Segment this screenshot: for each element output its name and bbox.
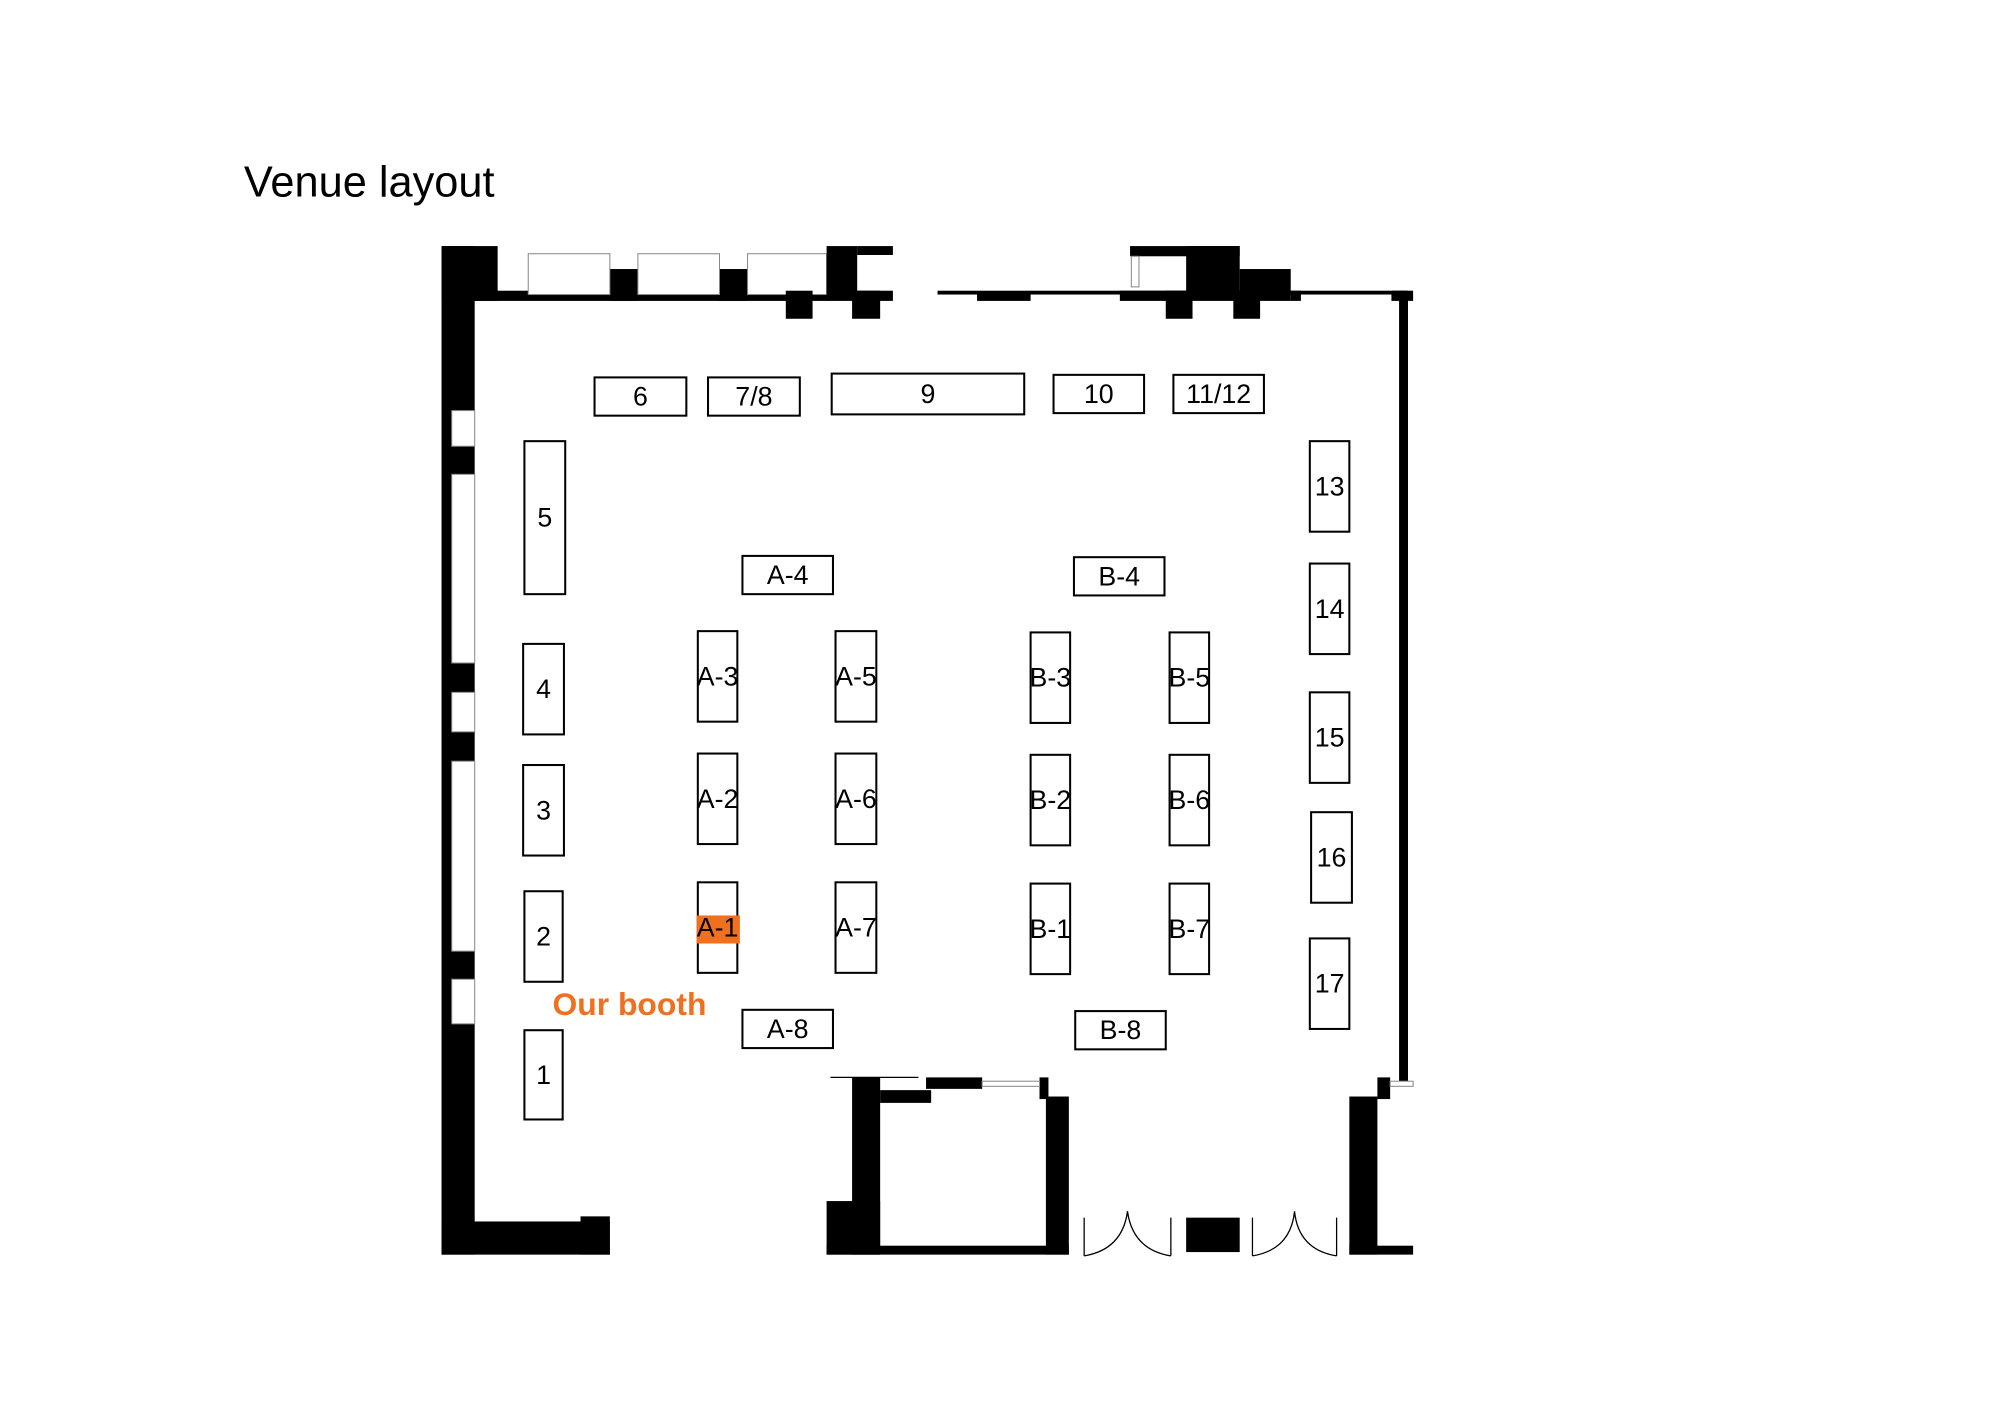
booth-outline	[523, 440, 567, 596]
booth-b-8: B-8	[1074, 1010, 1167, 1051]
booth-label: A-3	[697, 661, 739, 691]
booth-outline	[1168, 631, 1211, 724]
booth-label: A-7	[835, 913, 877, 943]
booth-b-7: B-7	[1168, 882, 1211, 976]
booth-outline	[1308, 937, 1351, 1030]
booth-outline	[741, 1008, 834, 1050]
booth-16: 16	[1310, 811, 1353, 904]
booth-label: 6	[633, 382, 648, 412]
booth-5: 5	[523, 440, 567, 596]
booth-10: 10	[1052, 373, 1146, 415]
booth-2: 2	[523, 890, 564, 983]
our-booth-label: Our booth	[552, 986, 706, 1022]
booth-outline	[834, 630, 878, 723]
our-booth-highlight	[696, 915, 740, 944]
booth-label: B-4	[1098, 561, 1140, 591]
booth-outline	[1168, 753, 1211, 847]
booth-b-1: B-1	[1029, 882, 1072, 976]
booth-label: A-6	[835, 784, 877, 814]
booth-label: B-8	[1100, 1015, 1142, 1045]
booth-1: 1	[523, 1029, 564, 1121]
booth-outline	[523, 1029, 564, 1121]
booth-outline	[696, 752, 739, 846]
booth-outline	[1308, 440, 1351, 533]
booth-a-7: A-7	[834, 881, 878, 974]
booth-4: 4	[522, 642, 565, 736]
booth-label: 5	[537, 503, 552, 533]
booth-a-6: A-6	[834, 752, 878, 846]
booth-label: A-8	[767, 1014, 809, 1044]
booth-label: A-1	[697, 913, 739, 943]
booth-outline	[830, 372, 1026, 416]
booth-outline	[523, 890, 564, 983]
booth-outline	[1072, 556, 1166, 597]
booth-b-2: B-2	[1029, 753, 1072, 847]
walls	[441, 246, 1414, 1257]
booth-a-4: A-4	[741, 554, 834, 596]
booths: 1 2 3 4 5 6 7/8 9 10 11/12 13 14 15 16 17 A-1 A-2 A-3 A-4A…	[522, 372, 1353, 1121]
booth-outline	[1308, 691, 1351, 784]
booth-outline	[1310, 811, 1353, 904]
booth-label: 4	[536, 674, 551, 704]
booth-outline	[1029, 753, 1072, 847]
booth-outline	[741, 554, 834, 596]
booth-3: 3	[522, 763, 565, 857]
booth-label: B-5	[1169, 663, 1211, 693]
booth-a-1: A-1	[696, 881, 740, 974]
booth-label: 7/8	[735, 382, 772, 412]
booth-label: 2	[536, 922, 551, 952]
booth-a-3: A-3	[696, 630, 739, 723]
booth-outline	[593, 376, 688, 417]
booth-label: B-2	[1030, 785, 1072, 815]
booth-outline	[834, 752, 878, 846]
booth-label: 9	[921, 379, 936, 409]
booth-b-5: B-5	[1168, 631, 1211, 724]
booth-a-8: A-8	[741, 1008, 834, 1050]
booth-outline	[834, 881, 878, 974]
booth-a-2: A-2	[696, 752, 739, 846]
booth-outline	[1052, 373, 1146, 415]
booth-9: 9	[830, 372, 1026, 416]
booth-outline	[706, 376, 801, 417]
booth-11-12: 11/12	[1172, 373, 1265, 415]
booth-label: 11/12	[1186, 379, 1251, 409]
booth-outline	[1029, 882, 1072, 976]
booth-label: B-7	[1169, 914, 1211, 944]
booth-b-4: B-4	[1072, 556, 1166, 597]
booth-outline	[1074, 1010, 1167, 1051]
booth-outline	[1308, 562, 1351, 656]
booth-label: A-5	[835, 661, 877, 691]
booth-13: 13	[1308, 440, 1351, 533]
booth-a-5: A-5	[834, 630, 878, 723]
booth-15: 15	[1308, 691, 1351, 784]
booth-6: 6	[593, 376, 688, 417]
booth-label: A-2	[697, 784, 739, 814]
booth-outline	[696, 630, 739, 723]
booth-14: 14	[1308, 562, 1351, 656]
booth-b-3: B-3	[1029, 631, 1072, 724]
booth-outline	[1029, 631, 1072, 724]
page-title: Venue layout	[244, 158, 495, 206]
booth-outline	[1168, 882, 1211, 976]
booth-label: 16	[1317, 842, 1347, 872]
booth-outline	[1172, 373, 1265, 415]
booth-7-8: 7/8	[706, 376, 801, 417]
booth-label: B-3	[1030, 663, 1072, 693]
booth-17: 17	[1308, 937, 1351, 1030]
booth-label: 10	[1084, 379, 1114, 409]
booth-label: 1	[536, 1060, 551, 1090]
booth-label: 13	[1315, 471, 1345, 501]
booth-label: 14	[1315, 594, 1345, 624]
booth-label: 3	[536, 795, 551, 825]
booth-outline	[522, 763, 565, 857]
entrance-doors	[1083, 1211, 1338, 1257]
booth-label: 15	[1315, 723, 1345, 753]
booth-label: B-1	[1030, 914, 1072, 944]
booth-label: B-6	[1169, 785, 1211, 815]
booth-outline	[522, 642, 565, 736]
booth-b-6: B-6	[1168, 753, 1211, 847]
booth-label: A-4	[767, 560, 809, 590]
booth-label: 17	[1315, 969, 1345, 999]
